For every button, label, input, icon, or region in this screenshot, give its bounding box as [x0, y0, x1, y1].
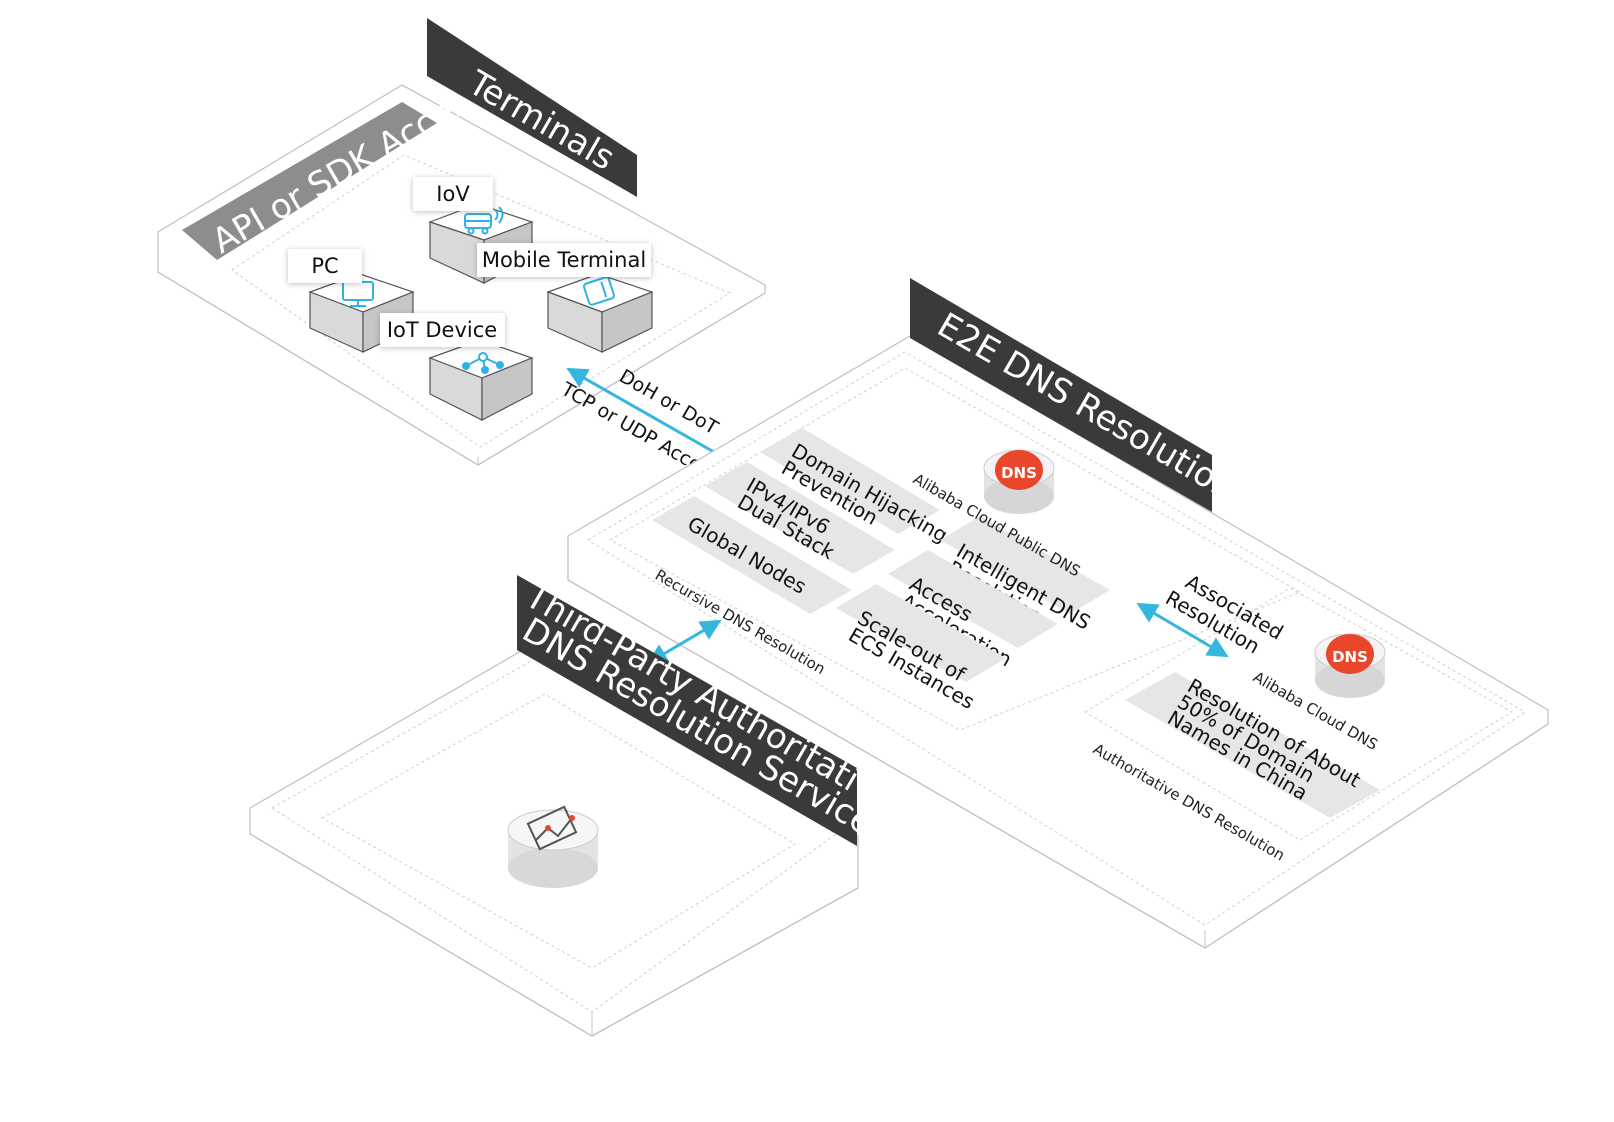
device-box-pc: PC	[288, 249, 415, 353]
svg-text:DNS: DNS	[1332, 648, 1368, 666]
iot-network-icon	[462, 352, 504, 374]
device-label-iot: IoT Device	[387, 318, 497, 342]
device-label-mobile: Mobile Terminal	[482, 248, 646, 272]
third-party-connector-arrow	[646, 619, 722, 665]
access-banner	[182, 102, 437, 260]
svg-text:DNS: DNS	[1001, 464, 1037, 482]
mobile-phone-icon	[583, 276, 615, 306]
terminals-banner	[427, 18, 637, 197]
device-box-mobile: Mobile Terminal	[477, 243, 654, 353]
e2e-banner	[910, 278, 1212, 512]
device-box-iot: IoT Device	[380, 313, 534, 421]
device-label-iov: IoV	[436, 182, 470, 206]
cloud-dns-badge-icon: DNS	[1314, 633, 1386, 698]
device-label-pc: PC	[311, 254, 338, 278]
analytics-chart-icon	[507, 805, 599, 888]
associated-arrow	[1136, 602, 1229, 658]
public-dns-badge-icon: DNS	[983, 449, 1055, 514]
car-icon	[464, 206, 504, 235]
third-party-banner	[517, 575, 857, 846]
